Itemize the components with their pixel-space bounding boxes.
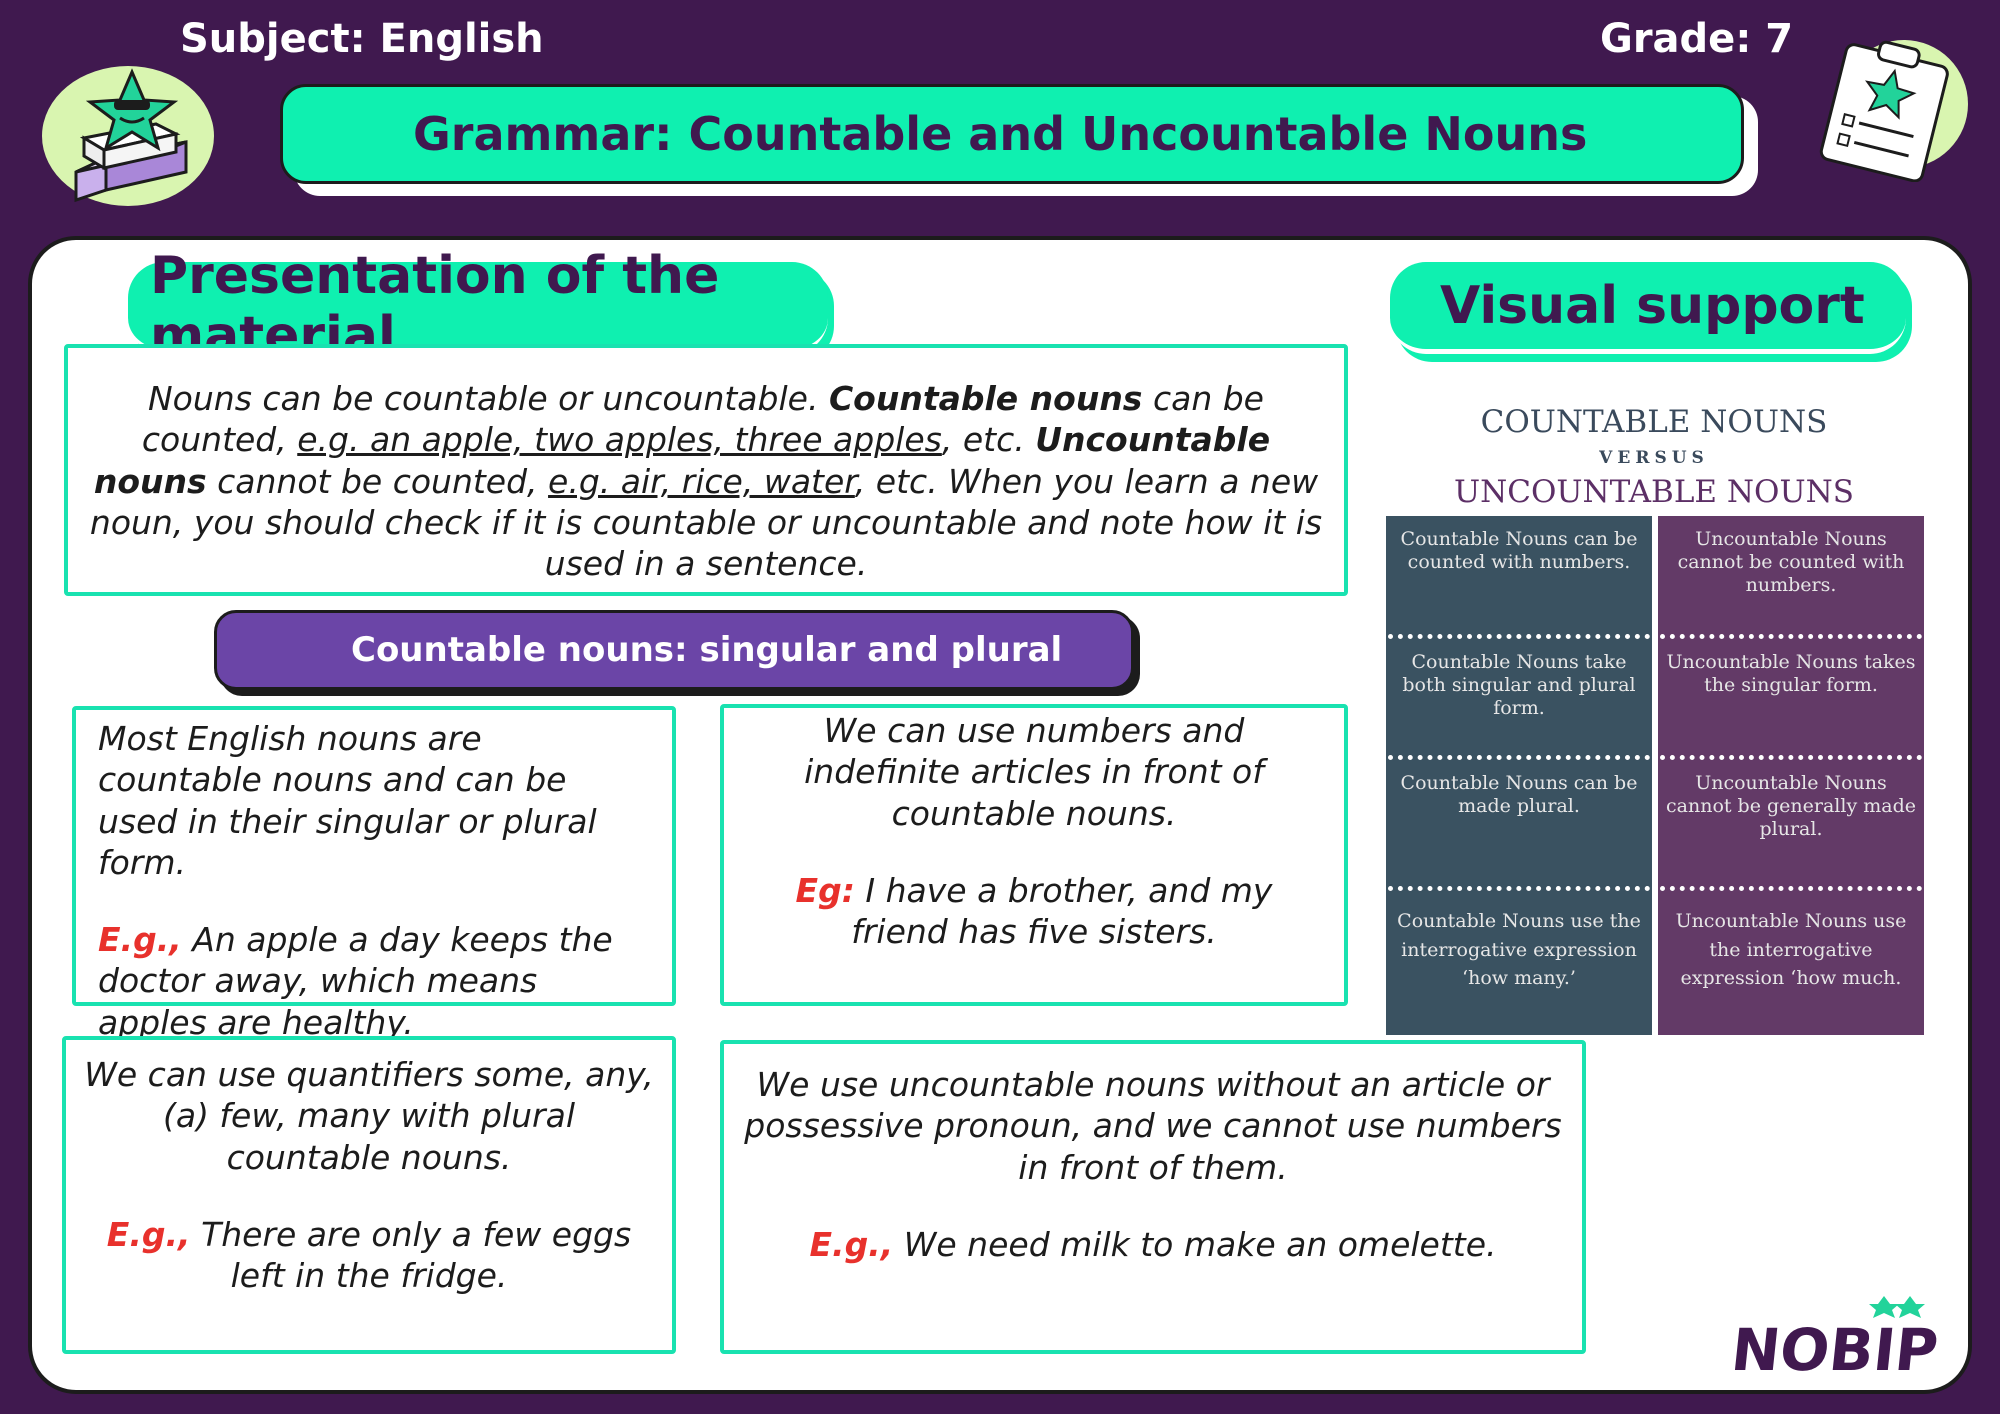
dotted-divider	[1660, 755, 1922, 760]
intro-text-9: , etc. When you learn a new noun, you sh…	[89, 461, 1323, 584]
countable-point: Countable Nouns can be counted with numb…	[1400, 528, 1638, 573]
title-bar: Grammar: Countable and Uncountable Nouns	[280, 84, 1744, 184]
clipboard-star-icon	[1819, 40, 1968, 182]
visual-title-countable: COUNTABLE NOUNS	[1480, 404, 1828, 440]
dotted-divider	[1388, 634, 1650, 639]
intro-text-7: cannot be counted,	[206, 461, 549, 501]
nobip-logo: NOBIP	[1734, 1296, 1941, 1380]
dotted-divider	[1388, 886, 1650, 891]
intro-text-5: , etc.	[941, 420, 1036, 460]
example-text: An apple a day keeps the doctor away, wh…	[98, 920, 613, 1042]
example-text: We need milk to make an omelette.	[893, 1224, 1497, 1264]
box-b-example: Eg: I have a brother, and my friend has …	[744, 870, 1324, 953]
numbers-articles-box: We can use numbers and indefinite articl…	[720, 704, 1348, 1006]
uncountable-nouns-term: Uncountable nouns	[93, 420, 1271, 501]
example-label: E.g.,	[809, 1224, 894, 1264]
comparison-grid: Countable Nouns can be counted with numb…	[1386, 516, 1924, 1035]
visual-support-section-title: Visual support	[1390, 262, 1906, 354]
subheading-bar: Countable nouns: singular and plural	[214, 610, 1134, 690]
grade-label: Grade: 7	[1600, 16, 1794, 62]
countable-point: Countable Nouns can be made plural.	[1400, 772, 1638, 817]
box-d-text: We use uncountable nouns without an arti…	[744, 1065, 1562, 1187]
box-d-example: E.g., We need milk to make an omelette.	[744, 1224, 1562, 1265]
books-star-icon	[42, 66, 214, 206]
subject-label: Subject: English	[180, 16, 544, 62]
uncountable-point: Uncountable Nouns cannot be generally ma…	[1666, 772, 1916, 840]
example-label: Eg:	[795, 870, 855, 910]
box-a-example: E.g., An apple a day keeps the doctor aw…	[98, 919, 652, 1043]
example-text: I have a brother, and my friend has five…	[851, 870, 1273, 951]
uncountable-point: Uncountable Nouns use the interrogative …	[1675, 910, 1907, 989]
quantifiers-box: We can use quantifiers some, any, (a) fe…	[62, 1036, 676, 1354]
uncountable-example: e.g. air, rice, water	[548, 461, 855, 501]
visual-versus: VERSUS	[1599, 448, 1709, 468]
presentation-section-title: Presentation of the material	[128, 246, 828, 366]
countable-point: Countable Nouns take both singular and p…	[1402, 651, 1636, 719]
dotted-divider	[1660, 886, 1922, 891]
countable-column: Countable Nouns can be counted with numb…	[1386, 516, 1652, 1035]
box-c-example: E.g., There are only a few eggs left in …	[76, 1214, 662, 1297]
example-text: There are only a few eggs left in the fr…	[190, 1214, 632, 1295]
countable-example: e.g. an apple, two apples, three apples	[297, 420, 942, 460]
example-label: E.g.,	[98, 920, 182, 959]
visual-title-uncountable: UNCOUNTABLE NOUNS	[1454, 474, 1854, 510]
intro-text-1: Nouns can be countable or uncountable.	[148, 379, 829, 418]
countable-point: Countable Nouns use the interrogative ex…	[1397, 910, 1641, 989]
singular-plural-box: Most English nouns are countable nouns a…	[72, 706, 676, 1042]
example-label: E.g.,	[106, 1214, 191, 1254]
intro-paragraph: Nouns can be countable or uncountable. C…	[88, 378, 1324, 584]
uncountable-usage-box: We use uncountable nouns without an arti…	[720, 1040, 1586, 1354]
countable-nouns-term: Countable nouns	[828, 379, 1143, 418]
box-a-text: Most English nouns are countable nouns a…	[98, 719, 597, 882]
page-title: Grammar: Countable and Uncountable Nouns	[413, 107, 1588, 161]
intro-text-3: can be counted,	[141, 379, 1264, 460]
dotted-divider	[1388, 755, 1650, 760]
dotted-divider	[1660, 634, 1922, 639]
box-b-text: We can use numbers and indefinite articl…	[804, 711, 1264, 833]
uncountable-point: Uncountable Nouns takes the singular for…	[1666, 651, 1916, 696]
uncountable-point: Uncountable Nouns cannot be counted with…	[1677, 528, 1905, 596]
box-c-text: We can use quantifiers some, any, (a) fe…	[84, 1055, 654, 1177]
uncountable-column: Uncountable Nouns cannot be counted with…	[1658, 516, 1924, 1035]
intro-text-box: Nouns can be countable or uncountable. C…	[64, 344, 1348, 596]
logo-text: NOBIP	[1734, 1316, 1941, 1380]
